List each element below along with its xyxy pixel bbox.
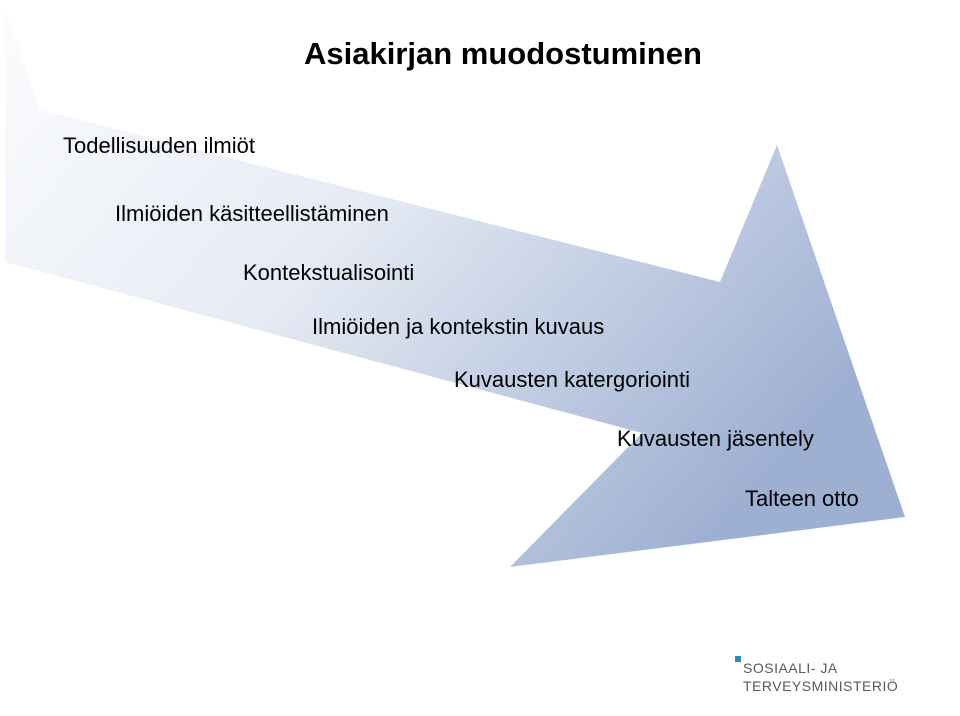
flow-arrow-shape	[5, 8, 905, 567]
page-title: Asiakirjan muodostuminen	[304, 36, 702, 71]
step-3: Kontekstualisointi	[243, 260, 415, 285]
ministry-logo: SOSIAALI- JA TERVEYSMINISTERIÖ	[735, 654, 898, 700]
step-1: Todellisuuden ilmiöt	[63, 133, 255, 158]
logo-line-1: SOSIAALI- JA	[743, 660, 838, 676]
step-5: Kuvausten katergoriointi	[454, 367, 691, 392]
step-4: Ilmiöiden ja kontekstin kuvaus	[312, 314, 605, 339]
step-6: Kuvausten jäsentely	[617, 426, 814, 451]
logo-line-2: TERVEYSMINISTERIÖ	[743, 678, 899, 694]
step-2: Ilmiöiden käsitteellistäminen	[115, 201, 389, 226]
step-7: Talteen otto	[745, 486, 859, 511]
logo-mark-icon	[735, 656, 741, 662]
